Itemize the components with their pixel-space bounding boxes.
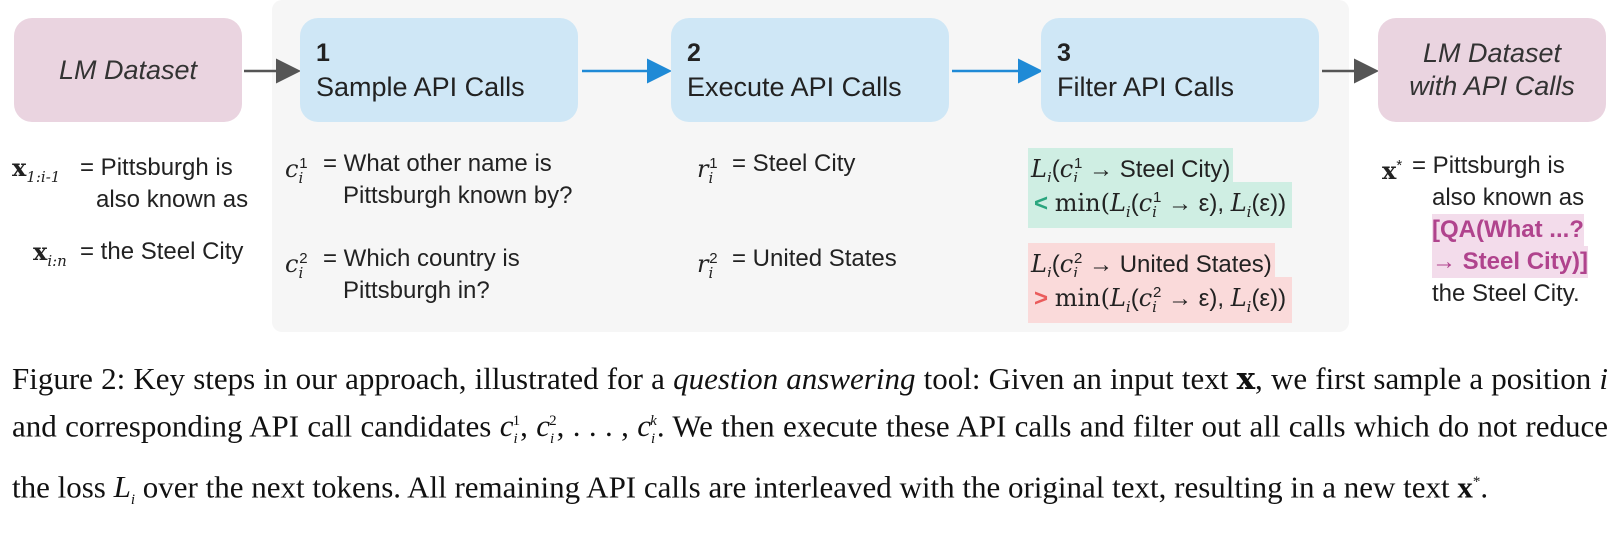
caption-part-3: , we first sample a position bbox=[1255, 361, 1600, 396]
input-x-prefix-text-line1: = Pittsburgh is bbox=[80, 154, 233, 181]
input-x-suffix: xi:n bbox=[33, 237, 67, 270]
output-api-call-line1: [QA(What ...? bbox=[1432, 214, 1584, 246]
step-1-label: Sample API Calls bbox=[316, 72, 525, 102]
caption-part-1: Figure 2: Key steps in our approach, ill… bbox=[12, 361, 674, 396]
step-1-box: 1 Sample API Calls bbox=[300, 18, 578, 122]
api-call-c2-text-line2: Pittsburgh in? bbox=[343, 277, 490, 304]
step-2-number: 2 bbox=[687, 39, 701, 67]
x-suffix-subscript: i:n bbox=[47, 251, 67, 270]
api-call-c1-text-line2: Pittsburgh known by? bbox=[343, 182, 573, 209]
api-call-c2: ci2 bbox=[285, 250, 308, 282]
filter-2-greater-than: > bbox=[1034, 285, 1049, 312]
x-prefix-subscript: 1:i-1 bbox=[26, 167, 61, 186]
step-3-label: Filter API Calls bbox=[1057, 72, 1235, 102]
output-text-line5: the Steel City. bbox=[1432, 280, 1580, 307]
caption-part-5: . We then execute these API calls and fi… bbox=[12, 408, 1609, 504]
filter-1-less-than: < bbox=[1034, 190, 1049, 217]
step-1-number: 1 bbox=[316, 39, 330, 67]
filter-2-result: United States) bbox=[1119, 251, 1272, 278]
api-call-c2-text-line1: = Which country is bbox=[323, 245, 520, 272]
step-3-box: 3 Filter API Calls bbox=[1041, 18, 1319, 122]
caption-part-2: tool: Given an input text bbox=[915, 361, 1237, 396]
output-text-line2: also known as bbox=[1432, 184, 1585, 211]
lm-dataset-api-label-line2: with API Calls bbox=[1409, 71, 1575, 101]
lm-dataset-api-label-line1: LM Dataset bbox=[1422, 38, 1562, 68]
lm-dataset-api-box: LM Dataset with API Calls bbox=[1378, 18, 1606, 122]
output-text-line1: = Pittsburgh is bbox=[1412, 152, 1565, 179]
step-2-label: Execute API Calls bbox=[687, 72, 902, 102]
caption-part-4: and corresponding API call candidates bbox=[12, 408, 500, 444]
output-api-call-line2: → Steel City)] bbox=[1432, 246, 1589, 278]
response-r1: ri1 bbox=[697, 155, 718, 187]
step-3-number: 3 bbox=[1057, 39, 1071, 67]
api-call-c1: ci1 bbox=[285, 155, 308, 187]
step-2-box: 2 Execute API Calls bbox=[671, 18, 949, 122]
caption-part-7: . bbox=[1480, 468, 1489, 504]
filter-1-loss-comparison: < min(Li(ci1 → ε), Li(ε)) bbox=[1028, 182, 1293, 228]
lm-dataset-label: LM Dataset bbox=[58, 54, 198, 85]
caption-i: i bbox=[1599, 361, 1608, 396]
response-r2-text: = United States bbox=[732, 245, 897, 272]
caption-x-star: x bbox=[1457, 468, 1473, 504]
input-x-prefix: x1:i-1 bbox=[12, 153, 61, 186]
response-r1-text: = Steel City bbox=[732, 150, 856, 177]
caption-loss: Li bbox=[113, 468, 136, 509]
figure-caption: Figure 2: Key steps in our approach, ill… bbox=[12, 361, 1609, 509]
filter-2-loss-comparison: > min(Li(ci2 → ε), Li(ε)) bbox=[1028, 277, 1293, 323]
caption-candidates: ci1, ci2, . . . , cik bbox=[499, 408, 657, 448]
caption-emphasis: question answering bbox=[673, 361, 916, 396]
api-call-c1-text-line1: = What other name is bbox=[323, 150, 552, 177]
filter-1-result: Steel City) bbox=[1119, 156, 1231, 183]
caption-x: x bbox=[1236, 361, 1256, 397]
output-x-star: x* bbox=[1382, 156, 1403, 185]
lm-dataset-box: LM Dataset bbox=[14, 18, 242, 122]
caption-part-6: over the next tokens. All remaining API … bbox=[135, 468, 1458, 504]
input-x-prefix-text-line2: also known as bbox=[96, 186, 249, 213]
response-r2: ri2 bbox=[697, 250, 718, 282]
input-x-suffix-text: = the Steel City bbox=[80, 238, 244, 265]
flow-arrows bbox=[244, 58, 1379, 84]
